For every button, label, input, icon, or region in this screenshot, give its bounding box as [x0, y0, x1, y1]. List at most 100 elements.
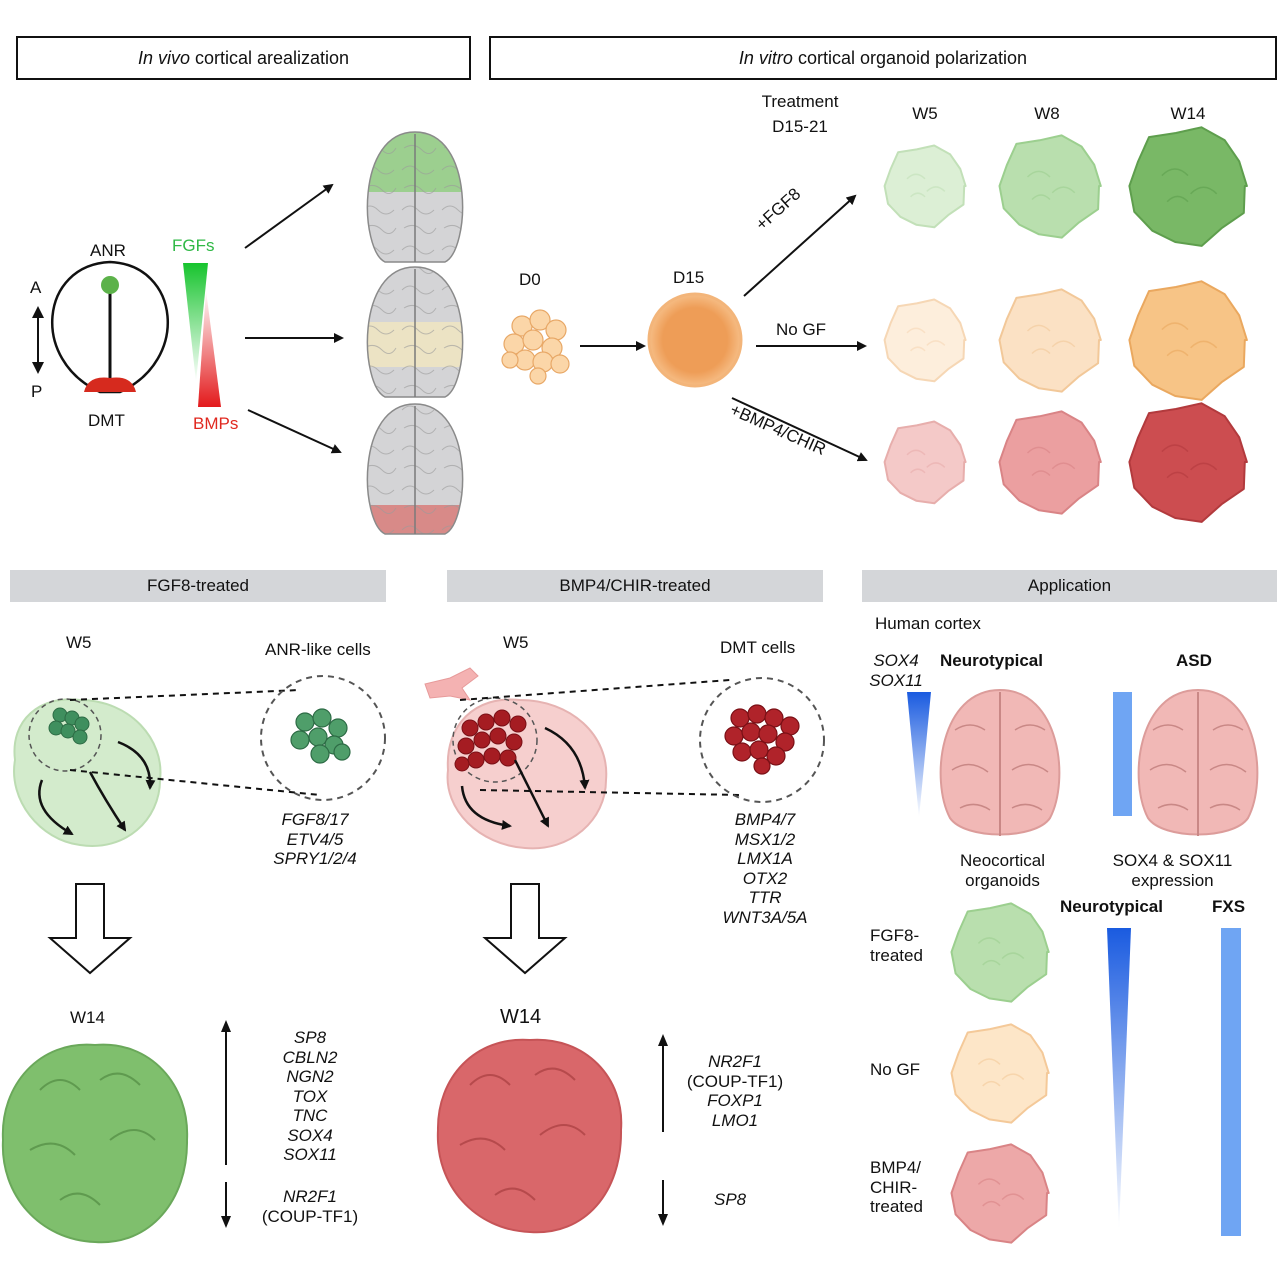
fgf8-w5-organoid [13, 698, 162, 847]
fgf8-anr-cluster-zoom [290, 708, 351, 764]
fgf8-up-genes: SP8 CBLN2 NGN2 TOX TNC SOX4 SOX11 [250, 1028, 370, 1165]
row-bmp-line2: CHIR- [870, 1177, 918, 1197]
panel-header-application: Application [862, 570, 1277, 602]
bmp-w14-organoid [436, 1038, 623, 1234]
brain-anterior [366, 131, 464, 263]
neocortical-line1: Neocortical [959, 851, 1046, 870]
row-label-no-gf: No GF [870, 1060, 921, 1079]
d15-label: D15 [673, 268, 705, 287]
fgfs-label: FGFs [172, 236, 215, 255]
fgf8-marker-list: FGF8/17 ETV4/5 SPRY1/2/4 [240, 810, 390, 869]
condition-no-gf: No GF [776, 320, 827, 339]
row-bmp-line1: BMP4/ [870, 1158, 922, 1177]
fgf8-up-gene: NGN2 [286, 1067, 334, 1087]
neocortical-organoids-label: Neocortical organoids [940, 851, 1065, 890]
d15-organoid [647, 292, 743, 388]
week-label-w14: W14 [1170, 104, 1206, 123]
bmp-down-block-arrow [482, 883, 568, 975]
fgf8-up-gene: SOX4 [287, 1125, 333, 1145]
bmp-down-gene: SP8 [714, 1190, 747, 1209]
embryo-schematic [51, 260, 169, 394]
in-vitro-header-text: cortical organoid polarization [797, 47, 1028, 68]
sox-genes-label: SOX4 SOX11 [862, 651, 930, 690]
sox-gradient-organoid-neurotypical [1107, 928, 1131, 1230]
organoid-bmp4-chir-w5 [883, 420, 967, 505]
fgf8-down-block-arrow [47, 883, 133, 975]
bmp-marker: OTX2 [742, 868, 788, 888]
neurotypical-label: Neurotypical [940, 651, 1043, 670]
app-organoid-no-gf [950, 1023, 1050, 1124]
neocortical-line2: organoids [965, 870, 1040, 890]
row-fgf8-line2: treated [870, 945, 923, 965]
row-fgf8-line1: FGF8- [870, 926, 920, 945]
in-vivo-header: In vivo cortical arealization [16, 36, 471, 80]
fgf8-w14-organoid [1, 1043, 189, 1244]
fgf8-down-gene: NR2F1 [283, 1187, 337, 1206]
organoid-fgf8-w14 [1128, 126, 1248, 247]
expression-line2: expression [1131, 870, 1214, 890]
fxs-label: FXS [1212, 897, 1246, 916]
treatment-label: Treatment D15-21 [752, 90, 848, 139]
row-label-bmp: BMP4/ CHIR- treated [870, 1158, 923, 1217]
fgf8-down-genes: NR2F1 (COUP-TF1) [245, 1187, 375, 1226]
asd-label: ASD [1176, 651, 1212, 670]
bmp-up-gene: NR2F1 [708, 1052, 762, 1071]
bmp-up-gene: LMO1 [711, 1110, 759, 1130]
fgf8-up-gene: SP8 [293, 1028, 327, 1047]
organoid-bmp4-chir-w14 [1128, 402, 1248, 523]
sox-bar-asd [1113, 692, 1132, 816]
fgf8-anr-cluster-small [48, 707, 90, 745]
ap-axis-arrow [32, 306, 44, 374]
bmp-marker: LMX1A [737, 849, 793, 869]
bmp-w14-label: W14 [500, 1006, 542, 1028]
panel-header-bmp: BMP4/CHIR-treated [447, 570, 823, 602]
anr-dot [101, 276, 119, 294]
panel-header-fgf8: FGF8-treated [10, 570, 386, 602]
week-label-w8: W8 [1034, 104, 1060, 123]
app-organoid-fgf8 [950, 902, 1050, 1003]
sox-gradient-neurotypical [907, 692, 931, 818]
organoid-fgf8-w5 [883, 144, 967, 229]
anr-label: ANR [90, 241, 126, 260]
bmp-marker: BMP4/7 [734, 810, 796, 829]
sox-bar-fxs [1221, 928, 1241, 1236]
bmp-up-genes: NR2F1 (COUP-TF1) FOXP1 LMO1 [675, 1052, 795, 1130]
in-vitro-header-em: In vitro [738, 47, 793, 68]
bmp-w5-fragment [424, 667, 479, 701]
organoid-no-gf-w8 [998, 288, 1102, 393]
sox11-label: SOX11 [869, 670, 923, 690]
posterior-label: P [31, 382, 43, 401]
row-bmp-line3: treated [870, 1197, 923, 1217]
fgf8-up-gene: TNC [292, 1106, 328, 1126]
application-organoids [950, 902, 1050, 1244]
in-vitro-header: In vitro cortical organoid polarization [489, 36, 1277, 80]
bmp-zoom-circle [699, 677, 825, 803]
bmp-gradient-triangle [198, 290, 221, 407]
organoid-fgf8-w8 [998, 134, 1102, 239]
d0-label: D0 [519, 270, 541, 289]
expression-line1: SOX4 & SOX11 [1112, 851, 1233, 870]
organoid-no-gf-w5 [883, 298, 967, 383]
sox-expression-label: SOX4 & SOX11 expression [1095, 851, 1250, 890]
organoid-bmp4-chir-w8 [998, 410, 1102, 515]
week-label-w5: W5 [912, 104, 938, 123]
anterior-label: A [30, 278, 42, 297]
bmp-marker: MSX1/2 [734, 829, 796, 849]
fgf8-up-gene: SOX11 [283, 1145, 337, 1165]
brain-posterior [366, 403, 464, 535]
fgf8-w5-label: W5 [66, 633, 92, 652]
fgf8-w14-label: W14 [70, 1008, 105, 1027]
bmps-label: BMPs [193, 414, 239, 433]
app-organoid-bmp4-chir [950, 1143, 1050, 1244]
treatment-label-line2: D15-21 [772, 116, 828, 136]
bmp-regulation-arrows [658, 1034, 668, 1226]
neurotypical-organoid-label: Neurotypical [1060, 897, 1163, 916]
treatment-label-line1: Treatment [761, 92, 839, 111]
in-vivo-header-text: cortical arealization [194, 47, 350, 68]
organoid-no-gf-w14 [1128, 280, 1248, 401]
bmp-w5-label: W5 [503, 633, 529, 652]
sox4-label: SOX4 [873, 651, 919, 670]
bmp-dmt-cluster-zoom [724, 704, 800, 775]
fgf8-up-gene: CBLN2 [282, 1047, 338, 1067]
